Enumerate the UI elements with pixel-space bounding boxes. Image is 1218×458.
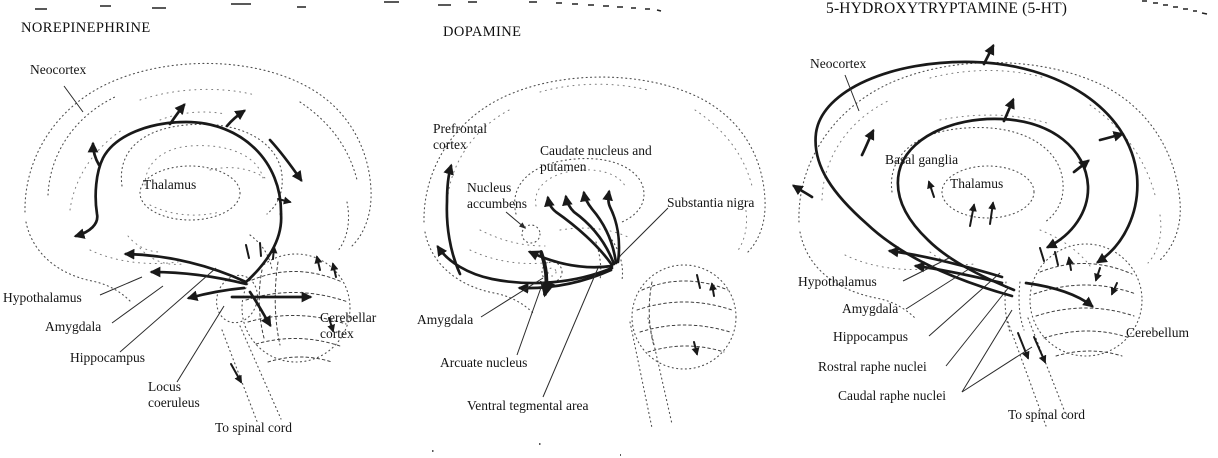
label-ht-basal-ganglia: Basal ganglia (885, 152, 959, 167)
label-ne-hypothalamus: Hypothalamus (3, 290, 82, 305)
da-leader-lines (480, 207, 669, 398)
serotonin-brain-drawing (791, 43, 1181, 427)
label-ht-cerebellum: Cerebellum (1126, 325, 1189, 340)
label-da-nucleus-accumbens: Nucleus accumbens (467, 180, 527, 212)
label-da-prefrontal-cortex: Prefrontal cortex (433, 121, 487, 153)
label-ht-to-spinal-cord: To spinal cord (1008, 407, 1086, 422)
label-ht-caudal-raphe-nuclei: Caudal raphe nuclei (838, 388, 946, 403)
ne-pathway-arrows (73, 103, 339, 384)
label-da-substantia-nigra: Substantia nigra (667, 195, 755, 210)
norepinephrine-brain-drawing (24, 62, 372, 425)
label-ne-hippocampus: Hippocampus (70, 350, 145, 365)
da-pathway-arrows (436, 163, 714, 356)
label-da-amygdala: Amygdala (417, 312, 474, 327)
da-brain-outline (423, 76, 766, 429)
label-ht-rostral-raphe-nuclei: Rostral raphe nuclei (818, 359, 927, 374)
label-ne-amygdala: Amygdala (45, 319, 102, 334)
label-ne-cerebellar-cortex: Cerebellar cortex (320, 310, 377, 342)
label-ht-neocortex: Neocortex (810, 56, 867, 71)
label-da-arcuate-nucleus: Arcuate nucleus (440, 355, 528, 370)
label-ht-hypothalamus: Hypothalamus (798, 274, 877, 289)
label-ne-neocortex: Neocortex (30, 62, 87, 77)
label-ne-locus-coeruleus: Locus coeruleus (148, 379, 200, 411)
ne-brain-outline (24, 62, 372, 425)
scan-artifact-dashes (35, 0, 1208, 456)
ht-leader-lines (844, 74, 1033, 393)
label-ne-thalamus: Thalamus (143, 177, 197, 192)
label-ht-thalamus: Thalamus (950, 176, 1004, 191)
dopamine-brain-drawing (423, 76, 766, 429)
label-ht-hippocampus: Hippocampus (833, 329, 908, 344)
label-ne-to-spinal-cord: To spinal cord (215, 420, 293, 435)
label-da-caudate-putamen: Caudate nucleus and putamen (540, 143, 652, 175)
panel-title-norepinephrine: NOREPINEPHRINE (21, 20, 151, 36)
panel-title-dopamine: DOPAMINE (443, 24, 522, 40)
ne-leader-lines (63, 85, 225, 383)
panel-title-serotonin: 5-HYDROXYTRYPTAMINE (5-HT) (826, 0, 1068, 17)
label-da-ventral-tegmental-area: Ventral tegmental area (467, 398, 589, 413)
label-ht-amygdala: Amygdala (842, 301, 899, 316)
